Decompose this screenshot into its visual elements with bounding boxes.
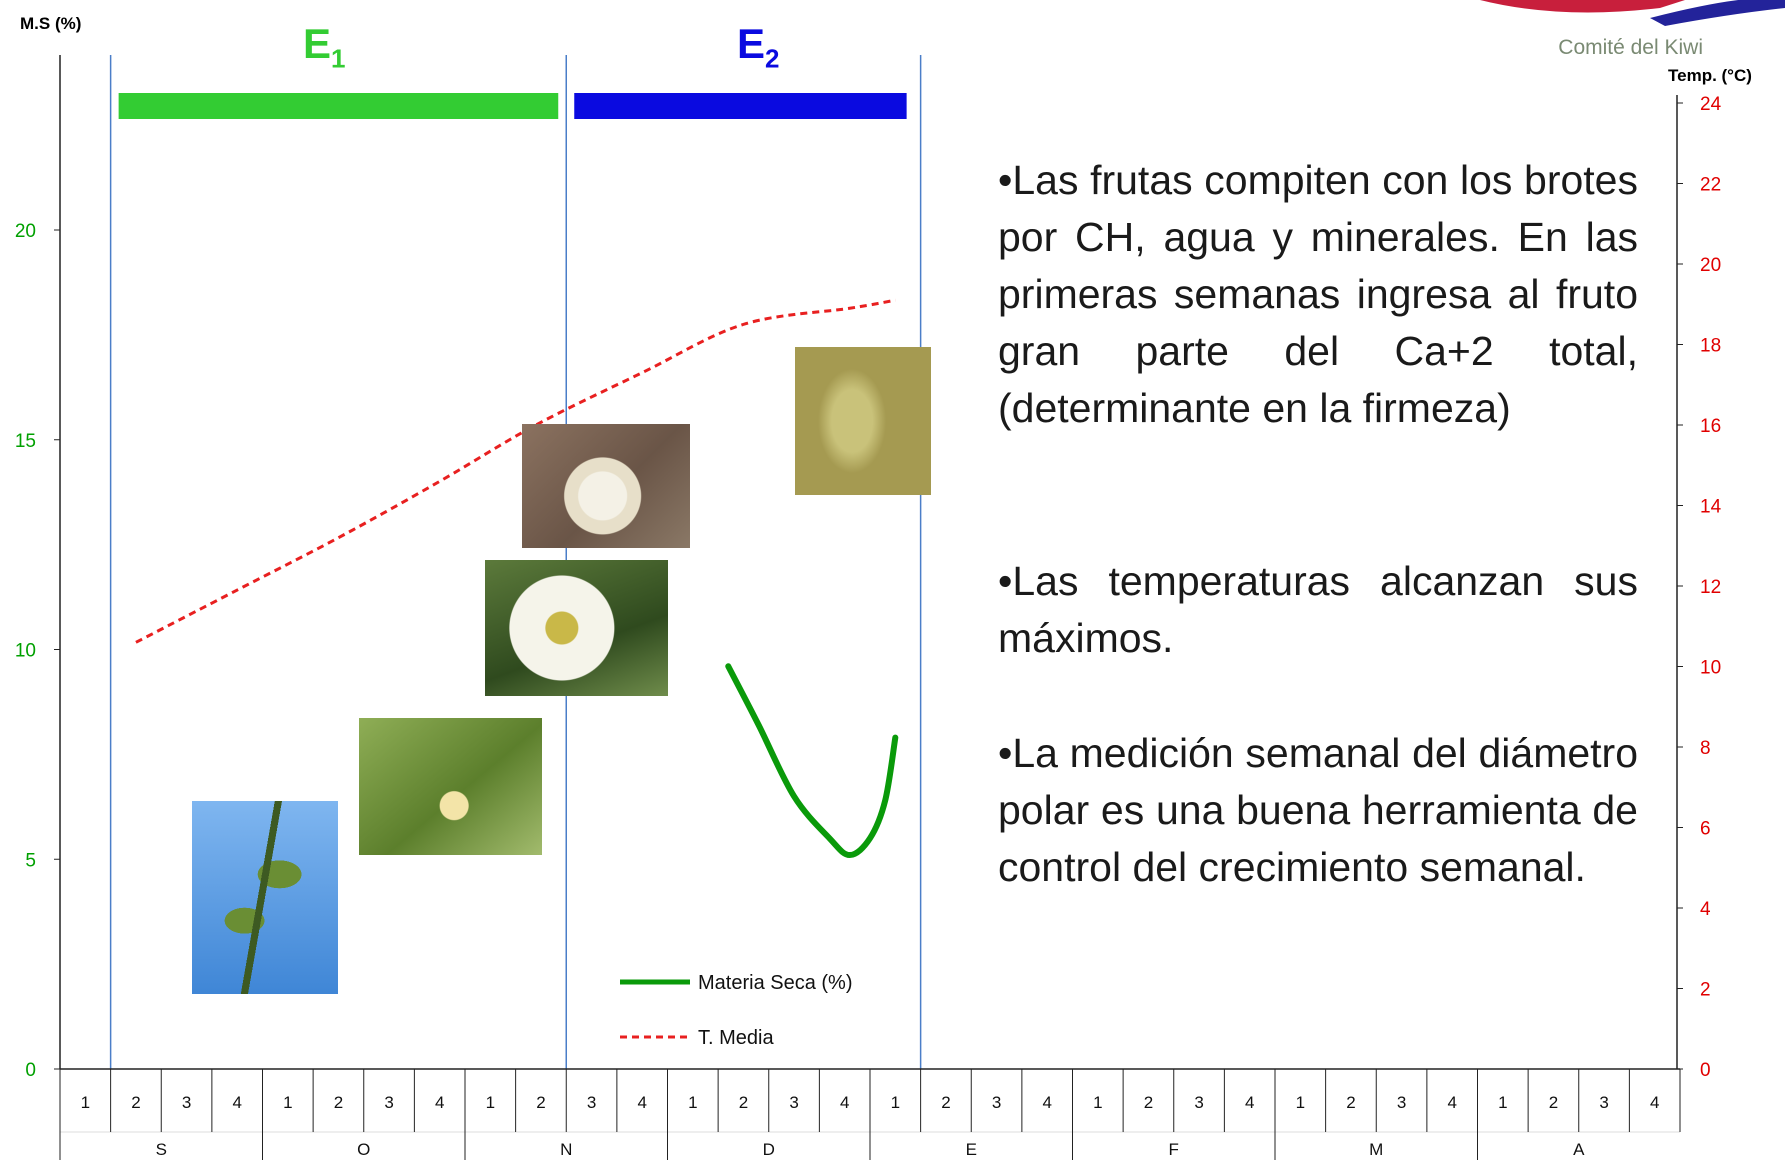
explanation-text-3: •La medición semanal del diámetro polar … xyxy=(998,725,1638,896)
right-tick-label: 18 xyxy=(1700,336,1721,357)
left-y-ticks: 0 5 10 15 20 xyxy=(15,221,60,1081)
month-label: D xyxy=(763,1140,775,1159)
legend-label-materia-seca: Materia Seca (%) xyxy=(698,972,853,994)
right-tick-label: 20 xyxy=(1700,255,1721,276)
right-tick-label: 24 xyxy=(1700,94,1722,115)
week-label: 1 xyxy=(81,1093,90,1112)
week-month-table: 1 2 3 4 1 2 3 4 1 2 3 4 1 2 3 4 1 2 3 4 1 2 3 4 1 2 3 4 1 2 3 4S O N D E F M A xyxy=(59,1068,1681,1160)
explanation-text-2: •Las temperaturas alcanzan sus máximos. xyxy=(998,553,1638,667)
left-tick-label: 10 xyxy=(15,641,36,662)
photo-white-flower xyxy=(485,560,668,696)
week-label: 3 xyxy=(182,1093,191,1112)
week-label: 1 xyxy=(1296,1093,1305,1112)
kiwi-committee-logo xyxy=(1480,0,1785,26)
left-tick-label: 15 xyxy=(15,431,36,452)
stage-label-e1: E1 xyxy=(303,20,345,74)
stage-label-e2: E2 xyxy=(737,20,779,74)
week-label: 3 xyxy=(384,1093,393,1112)
week-label: 4 xyxy=(435,1093,444,1112)
week-label: 4 xyxy=(637,1093,646,1112)
month-label: M xyxy=(1369,1140,1383,1159)
week-label: 2 xyxy=(536,1093,545,1112)
week-label: 1 xyxy=(891,1093,900,1112)
text-block-2: •Las temperaturas alcanzan sus máximos. xyxy=(998,558,1638,661)
text-block-1: •Las frutas compiten con los brotes por … xyxy=(998,157,1638,431)
right-tick-label: 22 xyxy=(1700,175,1721,196)
axes xyxy=(59,55,1678,1069)
month-label: O xyxy=(357,1140,370,1159)
week-label: 4 xyxy=(1042,1093,1051,1112)
week-label: 3 xyxy=(1194,1093,1203,1112)
week-label: 1 xyxy=(283,1093,292,1112)
series-materia-seca-line xyxy=(725,663,899,859)
week-label: 3 xyxy=(992,1093,1001,1112)
week-label: 4 xyxy=(1650,1093,1659,1112)
text-block-3: •La medición semanal del diámetro polar … xyxy=(998,730,1638,890)
right-tick-label: 0 xyxy=(1700,1060,1711,1081)
left-tick-label: 5 xyxy=(25,850,36,871)
right-tick-label: 14 xyxy=(1700,497,1722,518)
week-label: 4 xyxy=(1245,1093,1254,1112)
week-label: 1 xyxy=(486,1093,495,1112)
week-label: 1 xyxy=(688,1093,697,1112)
week-label: 3 xyxy=(789,1093,798,1112)
month-label: S xyxy=(156,1140,167,1159)
week-label: 3 xyxy=(1599,1093,1608,1112)
month-label: A xyxy=(1573,1140,1585,1159)
stage-e2-subscript: 2 xyxy=(765,43,780,74)
right-tick-label: 10 xyxy=(1700,658,1721,679)
week-label: 3 xyxy=(1397,1093,1406,1112)
week-label: 4 xyxy=(840,1093,849,1112)
week-label: 2 xyxy=(131,1093,140,1112)
right-axis-title: Temp. (°C) xyxy=(1668,66,1752,85)
month-label: F xyxy=(1169,1140,1179,1159)
week-label: 2 xyxy=(1549,1093,1558,1112)
week-label: 4 xyxy=(232,1093,241,1112)
month-label: N xyxy=(560,1140,572,1159)
photo-kiwi-fruit xyxy=(795,347,931,495)
stage-e2-letter: E xyxy=(737,20,766,67)
stage-e1-letter: E xyxy=(303,20,332,67)
right-tick-label: 6 xyxy=(1700,819,1711,840)
month-label: E xyxy=(966,1140,977,1159)
logo-caption: Comité del Kiwi xyxy=(1558,36,1703,59)
legend-label-t-media: T. Media xyxy=(698,1027,774,1049)
explanation-text: •Las frutas compiten con los brotes por … xyxy=(998,152,1638,437)
photo-flower-bud xyxy=(359,718,542,855)
week-label: 2 xyxy=(1346,1093,1355,1112)
photo-caliper-flower xyxy=(522,424,690,548)
stage-e1-subscript: 1 xyxy=(331,43,346,74)
left-tick-label: 20 xyxy=(15,221,36,242)
stage-bar-e2 xyxy=(574,93,907,119)
week-label: 4 xyxy=(1447,1093,1456,1112)
stage-bars xyxy=(118,93,907,119)
week-label: 1 xyxy=(1093,1093,1102,1112)
photo-shoot-sky xyxy=(192,801,338,994)
right-tick-label: 16 xyxy=(1700,416,1721,437)
week-label: 2 xyxy=(739,1093,748,1112)
week-label: 2 xyxy=(334,1093,343,1112)
right-tick-label: 4 xyxy=(1700,899,1711,920)
right-tick-label: 8 xyxy=(1700,738,1711,759)
right-tick-label: 12 xyxy=(1700,577,1721,598)
week-label: 1 xyxy=(1498,1093,1507,1112)
left-axis-title: M.S (%) xyxy=(20,14,82,33)
week-label: 2 xyxy=(941,1093,950,1112)
week-label: 3 xyxy=(587,1093,596,1112)
stage-bar-e1 xyxy=(118,93,559,119)
week-label: 2 xyxy=(1144,1093,1153,1112)
right-tick-label: 2 xyxy=(1700,980,1711,1001)
left-tick-label: 0 xyxy=(25,1060,36,1081)
legend: Materia Seca (%) T. Media xyxy=(620,972,853,1049)
